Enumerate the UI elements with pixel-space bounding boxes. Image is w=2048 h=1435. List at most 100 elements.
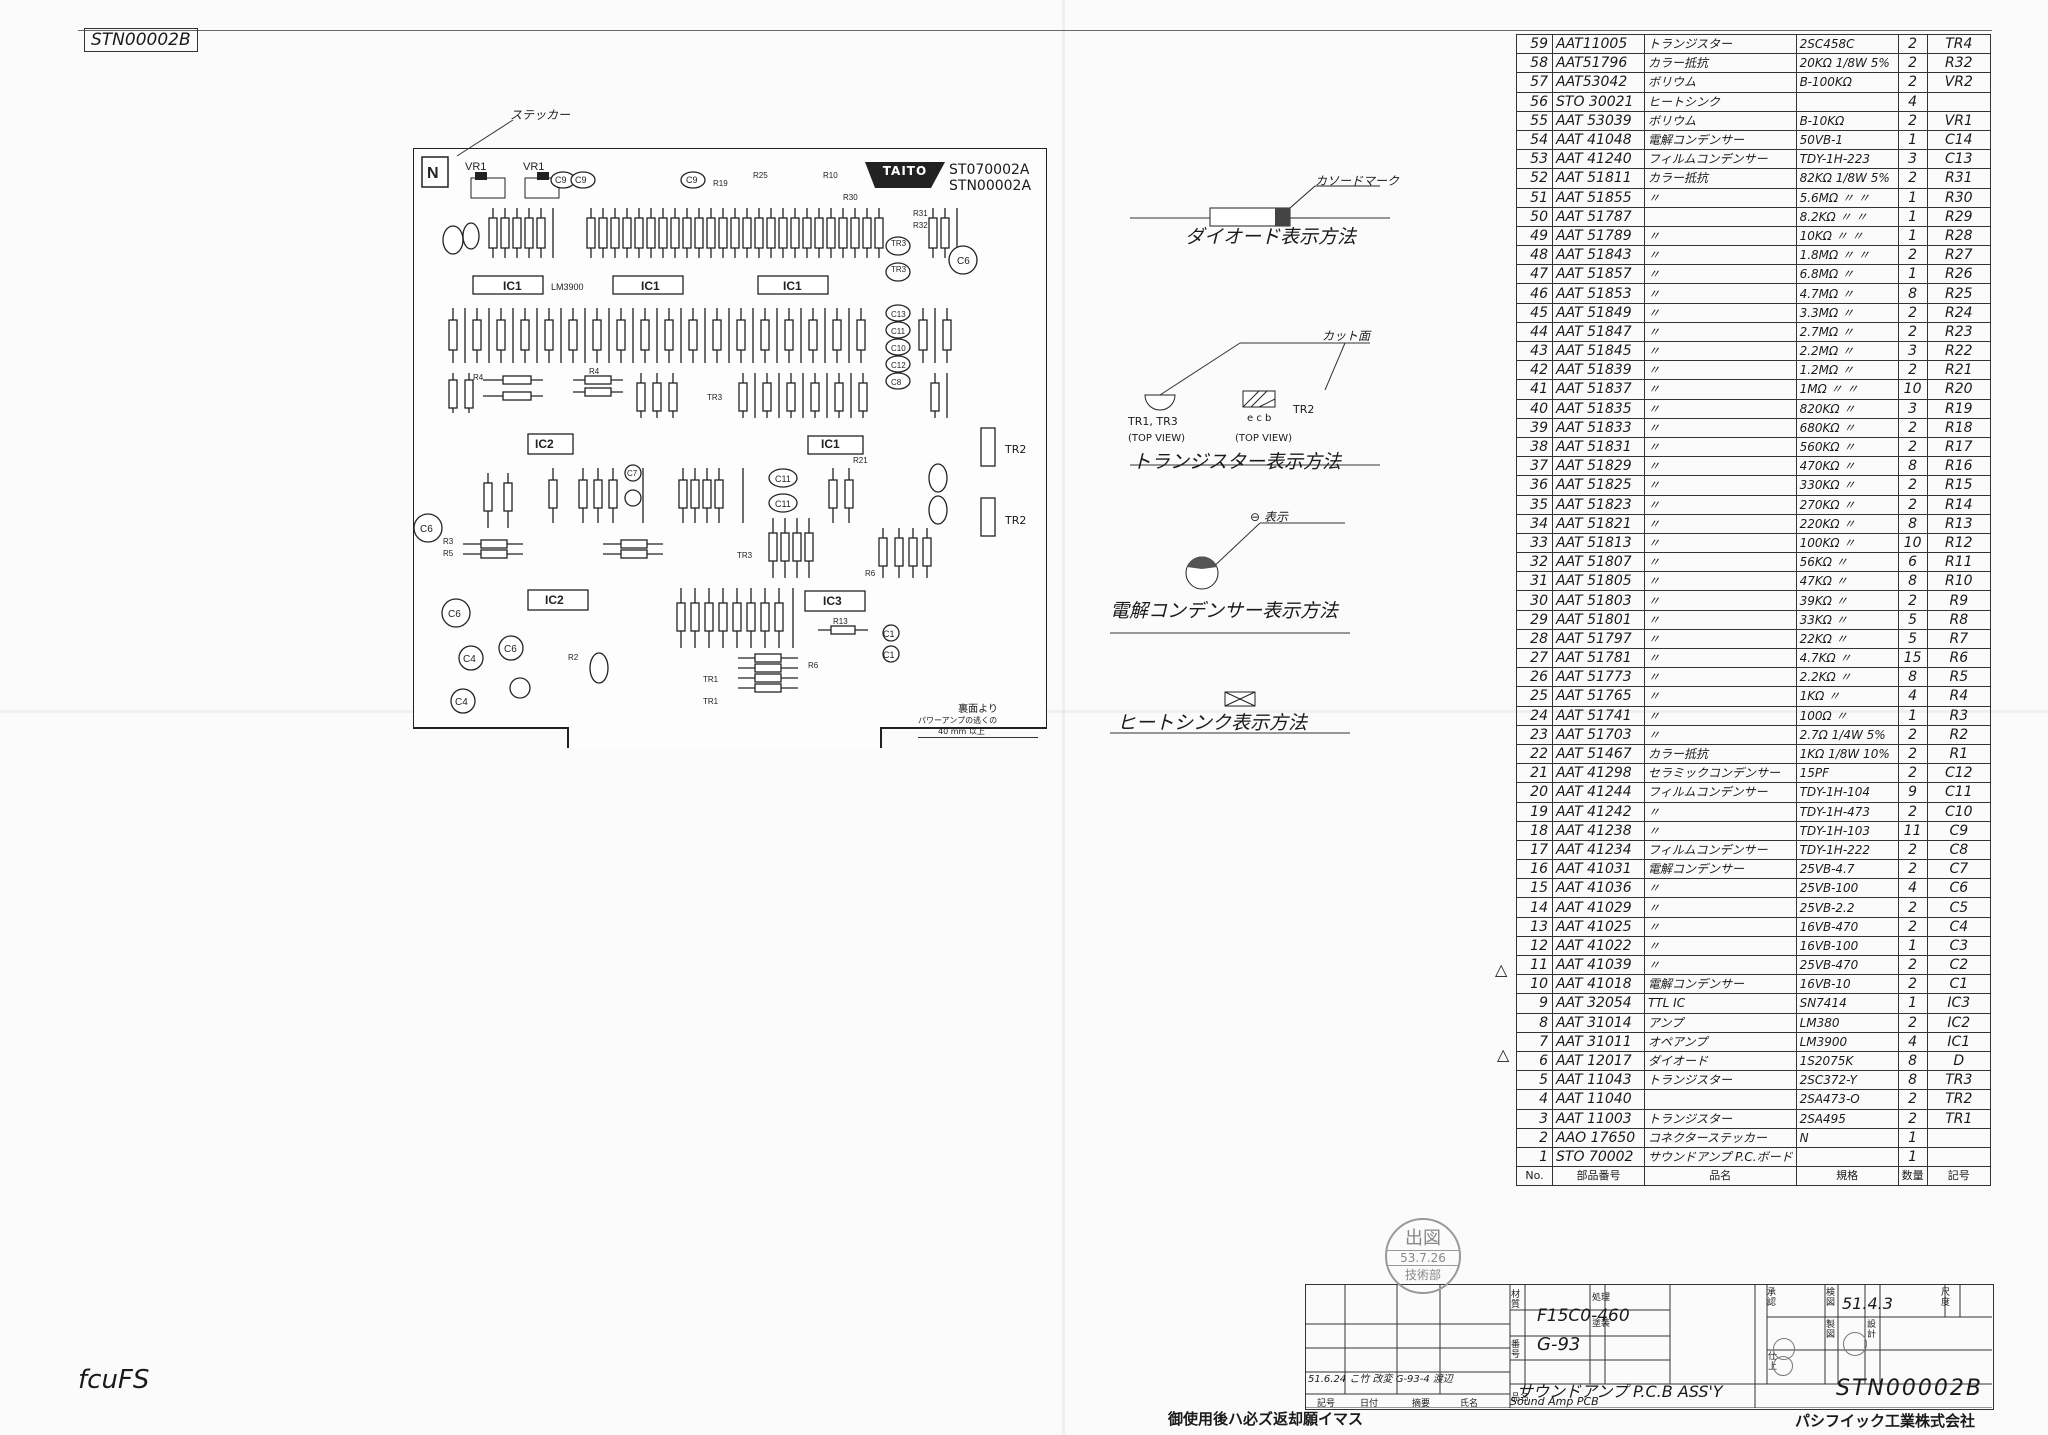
parts-cell-qty: 2 — [1897, 110, 1928, 131]
svg-text:IC3: IC3 — [823, 594, 842, 608]
parts-cell-spec: 100Ω 〃 — [1795, 705, 1899, 726]
svg-text:R32: R32 — [913, 221, 928, 230]
parts-cell-symbol: R19 — [1926, 398, 1992, 419]
release-stamp-title: 出図 — [1387, 1224, 1459, 1251]
parts-cell-part-no: AAT 31014 — [1552, 1012, 1645, 1033]
parts-cell-qty: 2 — [1897, 417, 1928, 438]
parts-cell-spec: 220KΩ 〃 — [1795, 513, 1899, 534]
parts-cell-name: オペアンプ — [1644, 1031, 1797, 1052]
svg-text:TR3: TR3 — [707, 393, 723, 402]
parts-cell-symbol: R17 — [1926, 436, 1992, 458]
parts-cell-qty: 2 — [1897, 954, 1928, 976]
parts-cell-part-no: AAT 51805 — [1552, 571, 1645, 592]
pcb-taito-logo: TAITO — [882, 164, 928, 178]
parts-cell-no: 45 — [1516, 302, 1553, 323]
parts-cell-qty: 2 — [1897, 245, 1928, 266]
parts-cell-name: ヒートシンク — [1644, 91, 1797, 112]
svg-text:C8: C8 — [891, 378, 902, 387]
parts-cell-symbol: VR1 — [1926, 110, 1992, 131]
parts-cell-symbol: R3 — [1926, 705, 1992, 726]
heatsink-method-figure — [1110, 691, 1350, 734]
parts-cell-name: カラー抵抗 — [1644, 53, 1797, 74]
parts-cell-symbol: R7 — [1926, 628, 1992, 650]
svg-text:IC2: IC2 — [535, 437, 554, 451]
parts-cell-qty: 2 — [1897, 436, 1928, 458]
parts-cell-symbol: R30 — [1926, 187, 1992, 208]
parts-cell-part-no: AAT 41244 — [1552, 782, 1645, 803]
parts-cell-part-no: AAT 51831 — [1552, 436, 1645, 458]
parts-cell-no: 7 — [1516, 1031, 1553, 1052]
parts-cell-name: 〃 — [1644, 571, 1797, 592]
parts-cell-name: 〃 — [1644, 609, 1797, 630]
parts-cell-part-no: AAT11005 — [1552, 33, 1645, 55]
parts-cell-no: 32 — [1516, 552, 1553, 573]
parts-cell-qty: 2 — [1897, 321, 1928, 343]
parts-cell-qty: 11 — [1897, 820, 1928, 841]
parts-cell-spec: LM3900 — [1795, 1031, 1899, 1052]
parts-cell-no: 38 — [1516, 436, 1553, 458]
heatsink-method-title: ヒートシンク表示方法 — [1117, 712, 1308, 734]
svg-text:C6: C6 — [448, 609, 461, 620]
transistor-method-figure — [1130, 342, 1380, 466]
parts-cell-spec: 1.2MΩ 〃 — [1795, 360, 1899, 381]
parts-cell-qty: 4 — [1897, 91, 1928, 112]
tr1-tr3-topview: (TOP VIEW) — [1128, 433, 1185, 444]
parts-cell-qty: 3 — [1897, 340, 1928, 362]
parts-cell-no: 14 — [1516, 897, 1553, 918]
parts-cell-symbol: R32 — [1926, 53, 1992, 74]
svg-text:IC1: IC1 — [783, 279, 802, 293]
parts-cell-spec — [1795, 1146, 1899, 1168]
parts-cell-name: 〃 — [1644, 398, 1797, 419]
company-name: パシフイック工業株式会社 — [1795, 1412, 1976, 1430]
parts-cell-qty: 4 — [1897, 878, 1928, 899]
parts-cell-qty: 2 — [1897, 1089, 1928, 1110]
parts-cell-name: 電解コンデンサー — [1644, 859, 1797, 880]
parts-cell-spec: 82KΩ 1/8W 5% — [1795, 168, 1899, 189]
parts-cell-symbol: R22 — [1926, 340, 1992, 362]
parts-cell-qty: 1 — [1897, 264, 1928, 285]
tb-label-process: 処理 — [1592, 1293, 1611, 1303]
svg-text:TR1: TR1 — [703, 675, 719, 684]
parts-cell-no: 49 — [1516, 225, 1553, 247]
parts-cell-symbol: R18 — [1926, 417, 1992, 438]
parts-cell-name: セラミックコンデンサー — [1644, 763, 1797, 784]
parts-cell-part-no: AAT 51703 — [1552, 724, 1645, 745]
parts-cell-name: カラー抵抗 — [1644, 743, 1797, 765]
parts-cell-part-no: AAT 51833 — [1552, 417, 1645, 438]
tb-label-approved: 承認 — [1767, 1288, 1777, 1308]
parts-cell-symbol: C14 — [1926, 129, 1992, 151]
parts-cell-no: 25 — [1516, 686, 1553, 707]
tb-date: 51.4.3 — [1842, 1294, 1893, 1313]
parts-cell-name: 〃 — [1644, 321, 1797, 343]
parts-cell-qty: 8 — [1897, 513, 1928, 534]
parts-cell-spec: 16VB-100 — [1795, 935, 1899, 957]
svg-text:C12: C12 — [891, 361, 906, 370]
parts-cell-qty: 8 — [1897, 667, 1928, 688]
parts-cell-spec: TDY-1H-473 — [1795, 801, 1899, 822]
parts-cell-name: 〃 — [1644, 475, 1797, 496]
parts-cell-no: 3 — [1516, 1108, 1553, 1129]
parts-cell-qty: 4 — [1897, 686, 1928, 707]
parts-cell-qty: 2 — [1897, 859, 1928, 880]
parts-cell-qty: 5 — [1897, 628, 1928, 650]
parts-cell-symbol: R27 — [1926, 245, 1992, 266]
tb-label-draw: 製図 — [1826, 1320, 1836, 1340]
parts-cell-symbol: TR2 — [1926, 1089, 1992, 1110]
parts-cell-symbol: R2 — [1926, 724, 1992, 745]
parts-cell-part-no: AAT 32054 — [1552, 993, 1645, 1014]
parts-cell-spec: SN7414 — [1795, 993, 1899, 1014]
svg-text:C1: C1 — [883, 650, 895, 660]
parts-cell-name: 〃 — [1644, 916, 1797, 937]
svg-text:C11: C11 — [891, 327, 906, 336]
